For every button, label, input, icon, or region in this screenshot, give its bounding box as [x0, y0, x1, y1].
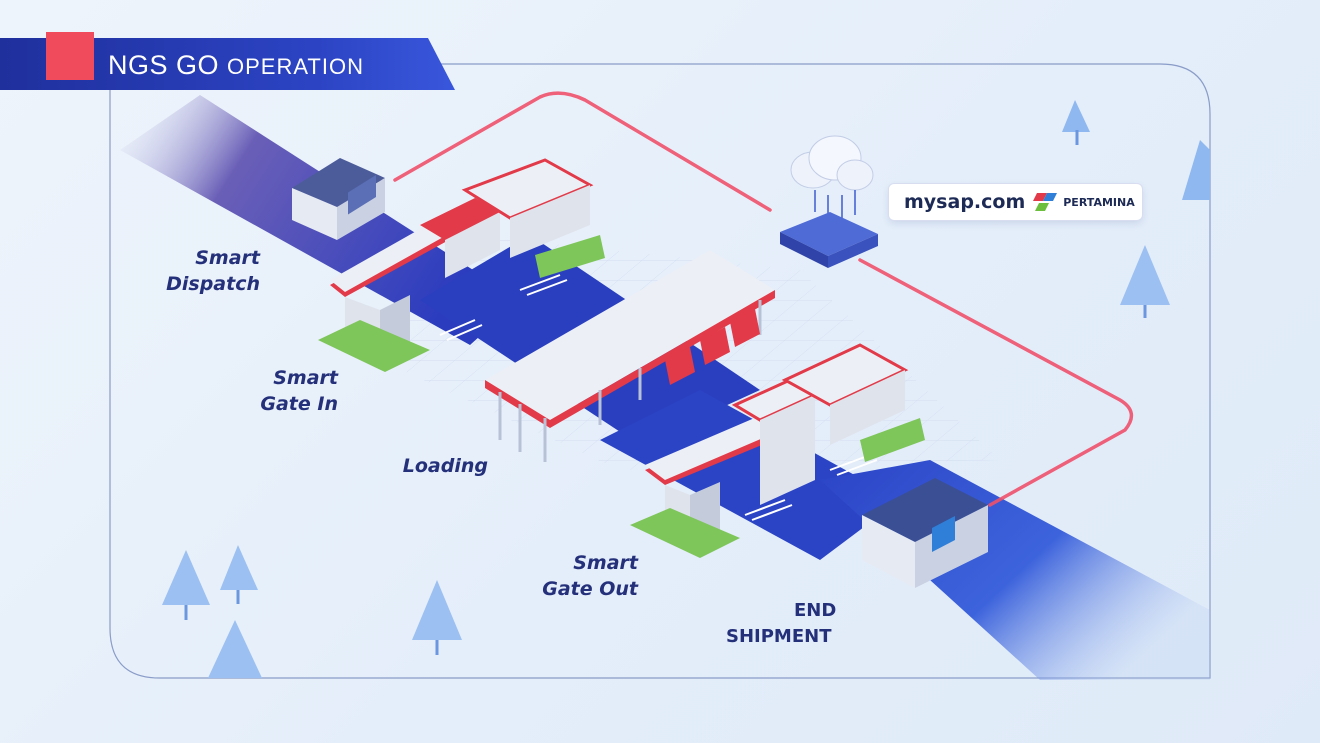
title-sub: OPERATION — [227, 54, 364, 79]
label-smart-gate-in: Smart Gate In — [230, 365, 338, 417]
label-loading: Loading — [380, 453, 488, 479]
tree-icon — [162, 100, 1210, 678]
label-line: Smart — [273, 367, 338, 389]
pertamina-brand: PERTAMINA — [1063, 195, 1135, 209]
sap-domain: mysap.com — [904, 191, 1026, 213]
end-shipment-building — [862, 478, 988, 588]
label-line: Dispatch — [166, 273, 260, 295]
label-line: Loading — [402, 455, 488, 477]
label-line: SHIPMENT — [726, 626, 832, 647]
label-line: Gate In — [260, 393, 338, 415]
cloud-icon — [790, 135, 874, 222]
gate-icon — [318, 158, 605, 372]
sap-badge: mysap.com PERTAMINA — [889, 184, 1142, 220]
title-main: NGS GO — [108, 50, 220, 80]
label-line: Smart — [573, 552, 638, 574]
label-line: Smart — [195, 247, 260, 269]
data-path — [393, 91, 1134, 507]
gate-out-booth — [630, 343, 925, 558]
label-end-shipment: END SHIPMENT — [726, 598, 856, 650]
label-smart-dispatch: Smart Dispatch — [150, 245, 260, 297]
label-line: Gate Out — [542, 578, 638, 600]
label-smart-gate-out: Smart Gate Out — [520, 550, 638, 602]
lane-markings — [439, 274, 878, 521]
loading-canopy — [485, 250, 775, 462]
header-accent — [46, 32, 94, 80]
truck-icon — [665, 309, 760, 385]
pertamina-logo-icon — [1033, 193, 1058, 211]
building-icon — [292, 158, 385, 240]
router-icon — [780, 212, 878, 268]
page-title: NGS GO OPERATION — [108, 50, 364, 80]
label-line: END — [794, 600, 837, 621]
